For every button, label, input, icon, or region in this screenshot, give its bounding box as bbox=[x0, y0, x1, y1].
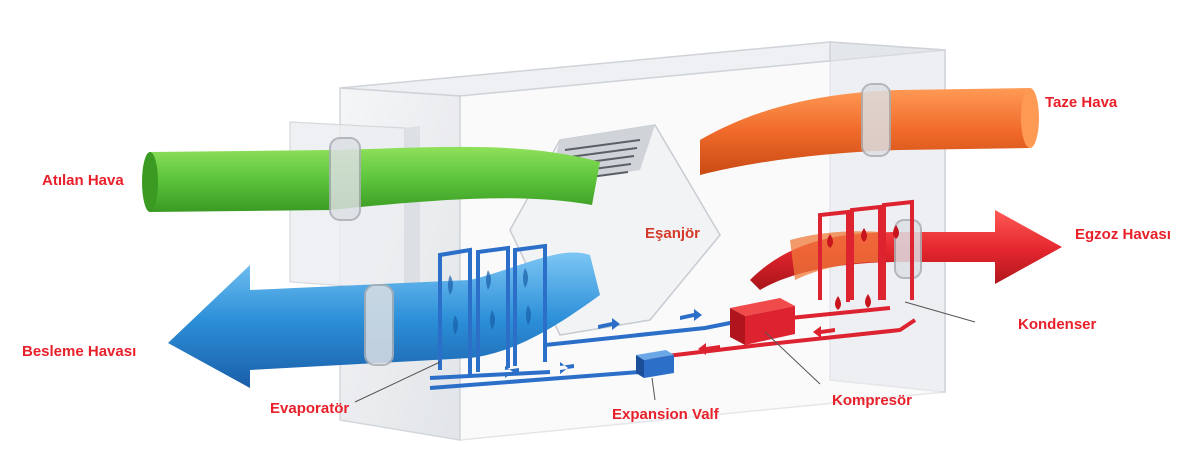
condenser-label: Kondenser bbox=[1018, 316, 1096, 333]
supply-air-label: Besleme Havası bbox=[22, 343, 136, 360]
expansion-valve-unit bbox=[636, 350, 674, 378]
outgoing-air-label: Egzoz Havası bbox=[1075, 226, 1171, 243]
heat-exchanger-label: Eşanjör bbox=[645, 225, 700, 242]
evaporator-label: Evaporatör bbox=[270, 400, 349, 417]
expansion-valve-label: Expansion Valf bbox=[612, 406, 719, 423]
exhaust-air-label: Atılan Hava bbox=[42, 172, 124, 189]
compressor-label: Kompresör bbox=[832, 392, 912, 409]
fresh-air-label: Taze Hava bbox=[1045, 94, 1117, 111]
